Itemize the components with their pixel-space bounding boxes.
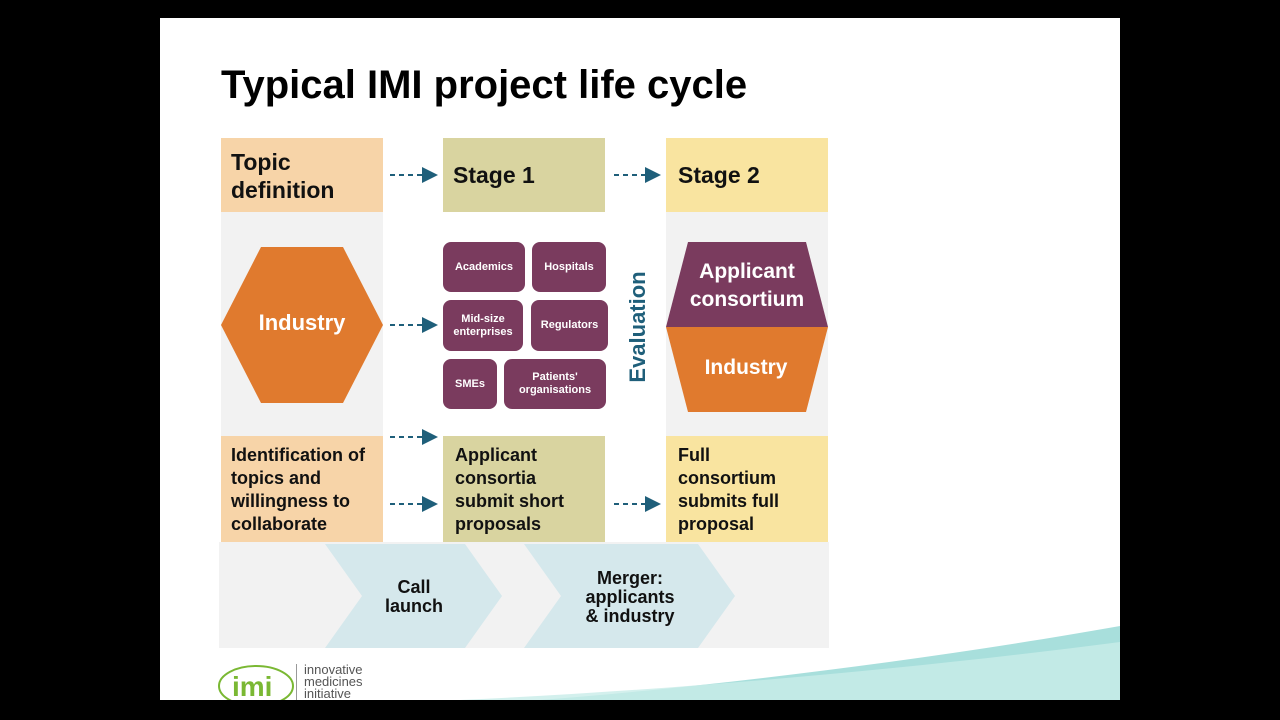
full-consortium-line2: consortium xyxy=(678,468,777,488)
full-consortium-line4: proposal xyxy=(678,514,755,534)
pill-smes: SMEs xyxy=(443,359,497,409)
logo-line1: innovative xyxy=(304,662,363,677)
call-launch-label: Call launch xyxy=(364,578,464,616)
call-launch-line2: launch xyxy=(384,596,443,616)
pill-hospitals: Hospitals xyxy=(532,242,606,292)
slide: Typical IMI project life cycle Topic def… xyxy=(160,18,1120,700)
applicant-consortia-line2: consortia xyxy=(455,468,537,488)
pill-mid-size-enterprises: Mid-size enterprises xyxy=(443,300,523,351)
merger-line1: Merger: xyxy=(596,568,663,588)
applicant-consortium-line2: consortium xyxy=(689,288,805,311)
identification-line2: topics and xyxy=(231,468,322,488)
pill-regulators: Regulators xyxy=(531,300,608,351)
merger-line3: & industry xyxy=(585,606,675,626)
identification-box: Identification of topics and willingness… xyxy=(221,436,383,542)
call-launch-line1: Call xyxy=(397,577,431,597)
applicant-consortium-label: Applicant consortium xyxy=(666,258,828,314)
imi-logo-mark-icon: imi xyxy=(218,665,294,700)
applicant-consortium-line1: Applicant xyxy=(699,260,795,283)
merger-line2: applicants xyxy=(585,587,675,607)
applicant-consortia-line1: Applicant xyxy=(455,445,538,465)
industry-hexagon-label: Industry xyxy=(258,310,346,335)
logo-line3: initiative xyxy=(304,686,351,700)
stage2-box: Stage 2 xyxy=(666,138,828,212)
identification-line4: collaborate xyxy=(231,514,328,534)
merger-label: Merger: applicants & industry xyxy=(565,569,695,626)
applicant-industry-hexagon xyxy=(666,242,828,412)
applicant-consortia-line4: proposals xyxy=(455,514,542,534)
decorative-wave xyxy=(460,626,1120,700)
pill-academics: Academics xyxy=(443,242,525,292)
imi-logo: imi innovative medicines initiative xyxy=(218,660,398,700)
chevrons xyxy=(325,544,735,648)
topic-definition-line2: definition xyxy=(231,177,335,203)
topic-definition-box: Topic definition xyxy=(221,138,383,212)
stage2-industry-label: Industry xyxy=(704,356,788,379)
industry-hexagon xyxy=(221,247,383,403)
applicant-consortia-box: Applicant consortia submit short proposa… xyxy=(443,436,605,542)
topic-definition-line1: Topic xyxy=(231,149,291,175)
stage2-label: Stage 2 xyxy=(678,162,760,188)
applicant-consortia-line3: submit short xyxy=(455,491,565,511)
logo-line2: medicines xyxy=(304,674,363,689)
stage1-label: Stage 1 xyxy=(453,162,535,188)
chevron-merger xyxy=(524,544,735,648)
flow-arrows xyxy=(390,167,661,512)
imi-logo-mark: imi xyxy=(232,671,272,700)
full-consortium-line1: Full xyxy=(678,445,710,465)
chevron-call-launch xyxy=(325,544,502,648)
full-consortium-box: Full consortium submits full proposal xyxy=(666,436,828,542)
pill-patients-organisations: Patients' organisations xyxy=(504,359,606,409)
identification-line3: willingness to xyxy=(231,491,351,511)
identification-line1: Identification of xyxy=(231,445,365,465)
full-consortium-line3: submits full xyxy=(678,491,780,511)
page-title: Typical IMI project life cycle xyxy=(221,63,748,107)
stage1-box: Stage 1 xyxy=(443,138,605,212)
